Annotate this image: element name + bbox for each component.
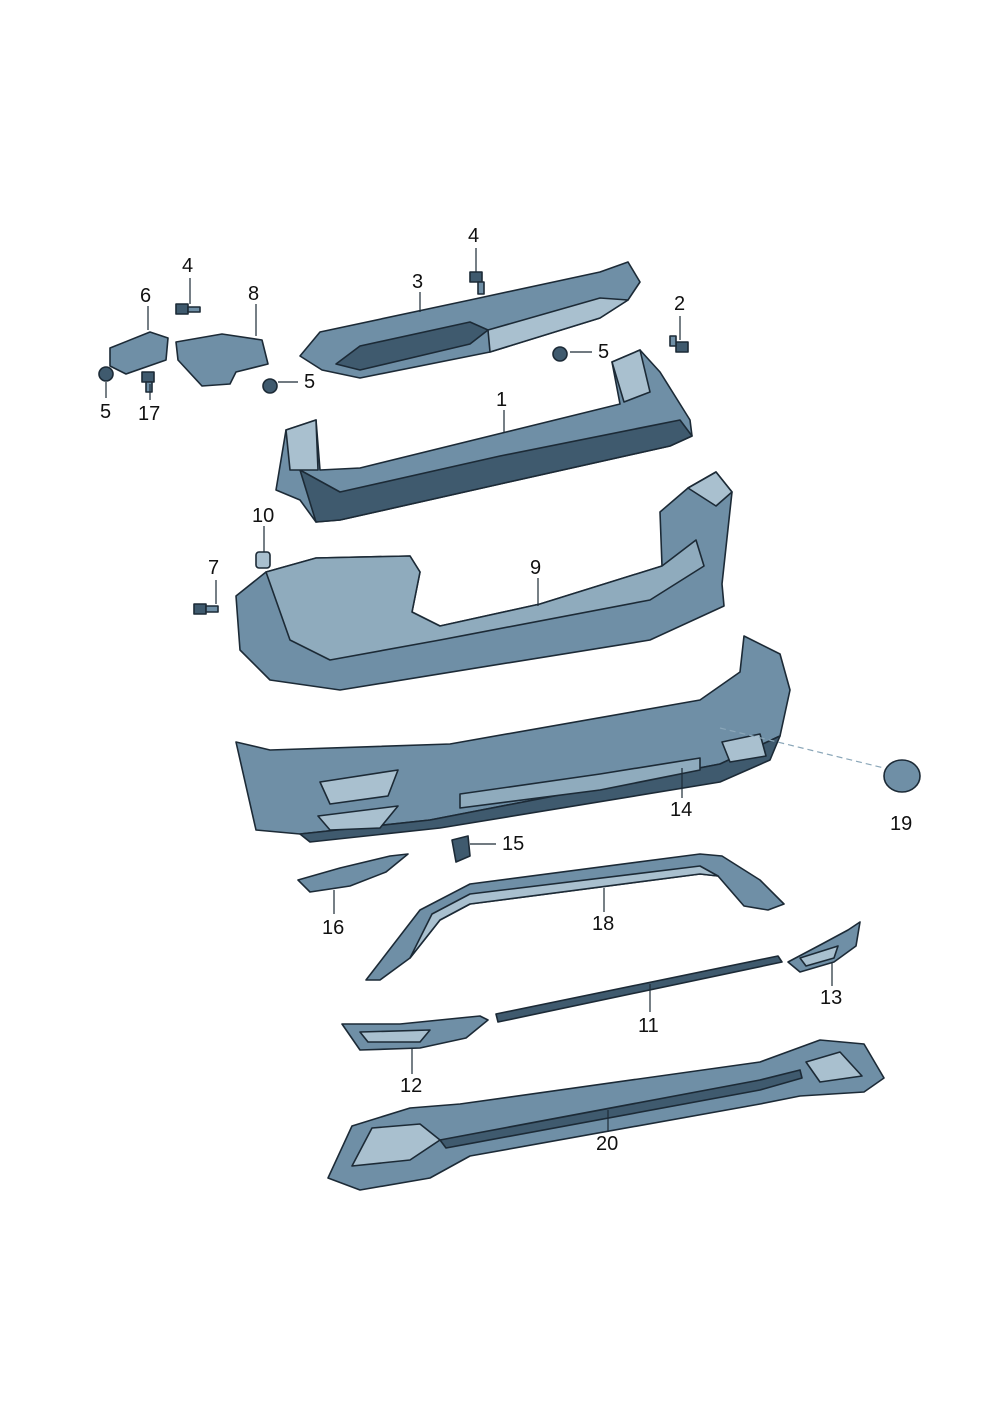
part-6-bracket xyxy=(109,331,169,375)
callout-5a: 5 xyxy=(100,401,111,423)
callout-10: 10 xyxy=(252,505,274,527)
part-5-nut-b xyxy=(262,378,278,394)
callout-16: 16 xyxy=(322,917,344,939)
part-18-trim-strip xyxy=(365,853,785,981)
callout-17: 17 xyxy=(138,403,160,425)
part-20-diffuser xyxy=(327,1039,885,1191)
part-5-nut-a xyxy=(98,366,114,382)
callout-9: 9 xyxy=(530,557,541,579)
callout-15: 15 xyxy=(502,833,524,855)
callout-6: 6 xyxy=(140,285,151,307)
part-4-bolt-left xyxy=(175,303,201,315)
part-7-bolt xyxy=(193,603,219,615)
callout-13: 13 xyxy=(820,987,842,1009)
part-2-bolt xyxy=(669,335,689,353)
part-13-inner xyxy=(799,945,839,967)
part-15-clip xyxy=(451,835,471,863)
callout-4b: 4 xyxy=(468,225,479,247)
part-1-bumper-carrier xyxy=(275,349,693,523)
callout-12: 12 xyxy=(400,1075,422,1097)
callout-19: 19 xyxy=(890,813,912,835)
callout-2: 2 xyxy=(674,293,685,315)
part-8-bracket xyxy=(175,333,269,387)
part-3-energy-absorber xyxy=(299,261,641,379)
callout-7: 7 xyxy=(208,557,219,579)
callout-5b: 5 xyxy=(304,371,315,393)
callout-3: 3 xyxy=(412,271,423,293)
part-19-cap xyxy=(883,759,921,793)
part-9-bumper-cover xyxy=(235,471,733,691)
callout-20: 20 xyxy=(596,1133,618,1155)
callout-1: 1 xyxy=(496,389,507,411)
part-10-spacer xyxy=(255,551,271,569)
callout-5c: 5 xyxy=(598,341,609,363)
part-12-inner xyxy=(359,1029,431,1043)
callout-4a: 4 xyxy=(182,255,193,277)
part-14-lower-bumper xyxy=(235,635,791,843)
callout-14: 14 xyxy=(670,799,692,821)
part-11-strip xyxy=(495,955,783,1023)
part-4-bolt-right xyxy=(469,271,485,295)
callout-8: 8 xyxy=(248,283,259,305)
callout-18: 18 xyxy=(592,913,614,935)
part-16-trim-left xyxy=(297,853,409,893)
part-5-nut-c xyxy=(552,346,568,362)
part-13-trim-right xyxy=(787,921,861,973)
callout-11: 11 xyxy=(638,1015,659,1037)
part-17-bolt xyxy=(141,371,155,393)
